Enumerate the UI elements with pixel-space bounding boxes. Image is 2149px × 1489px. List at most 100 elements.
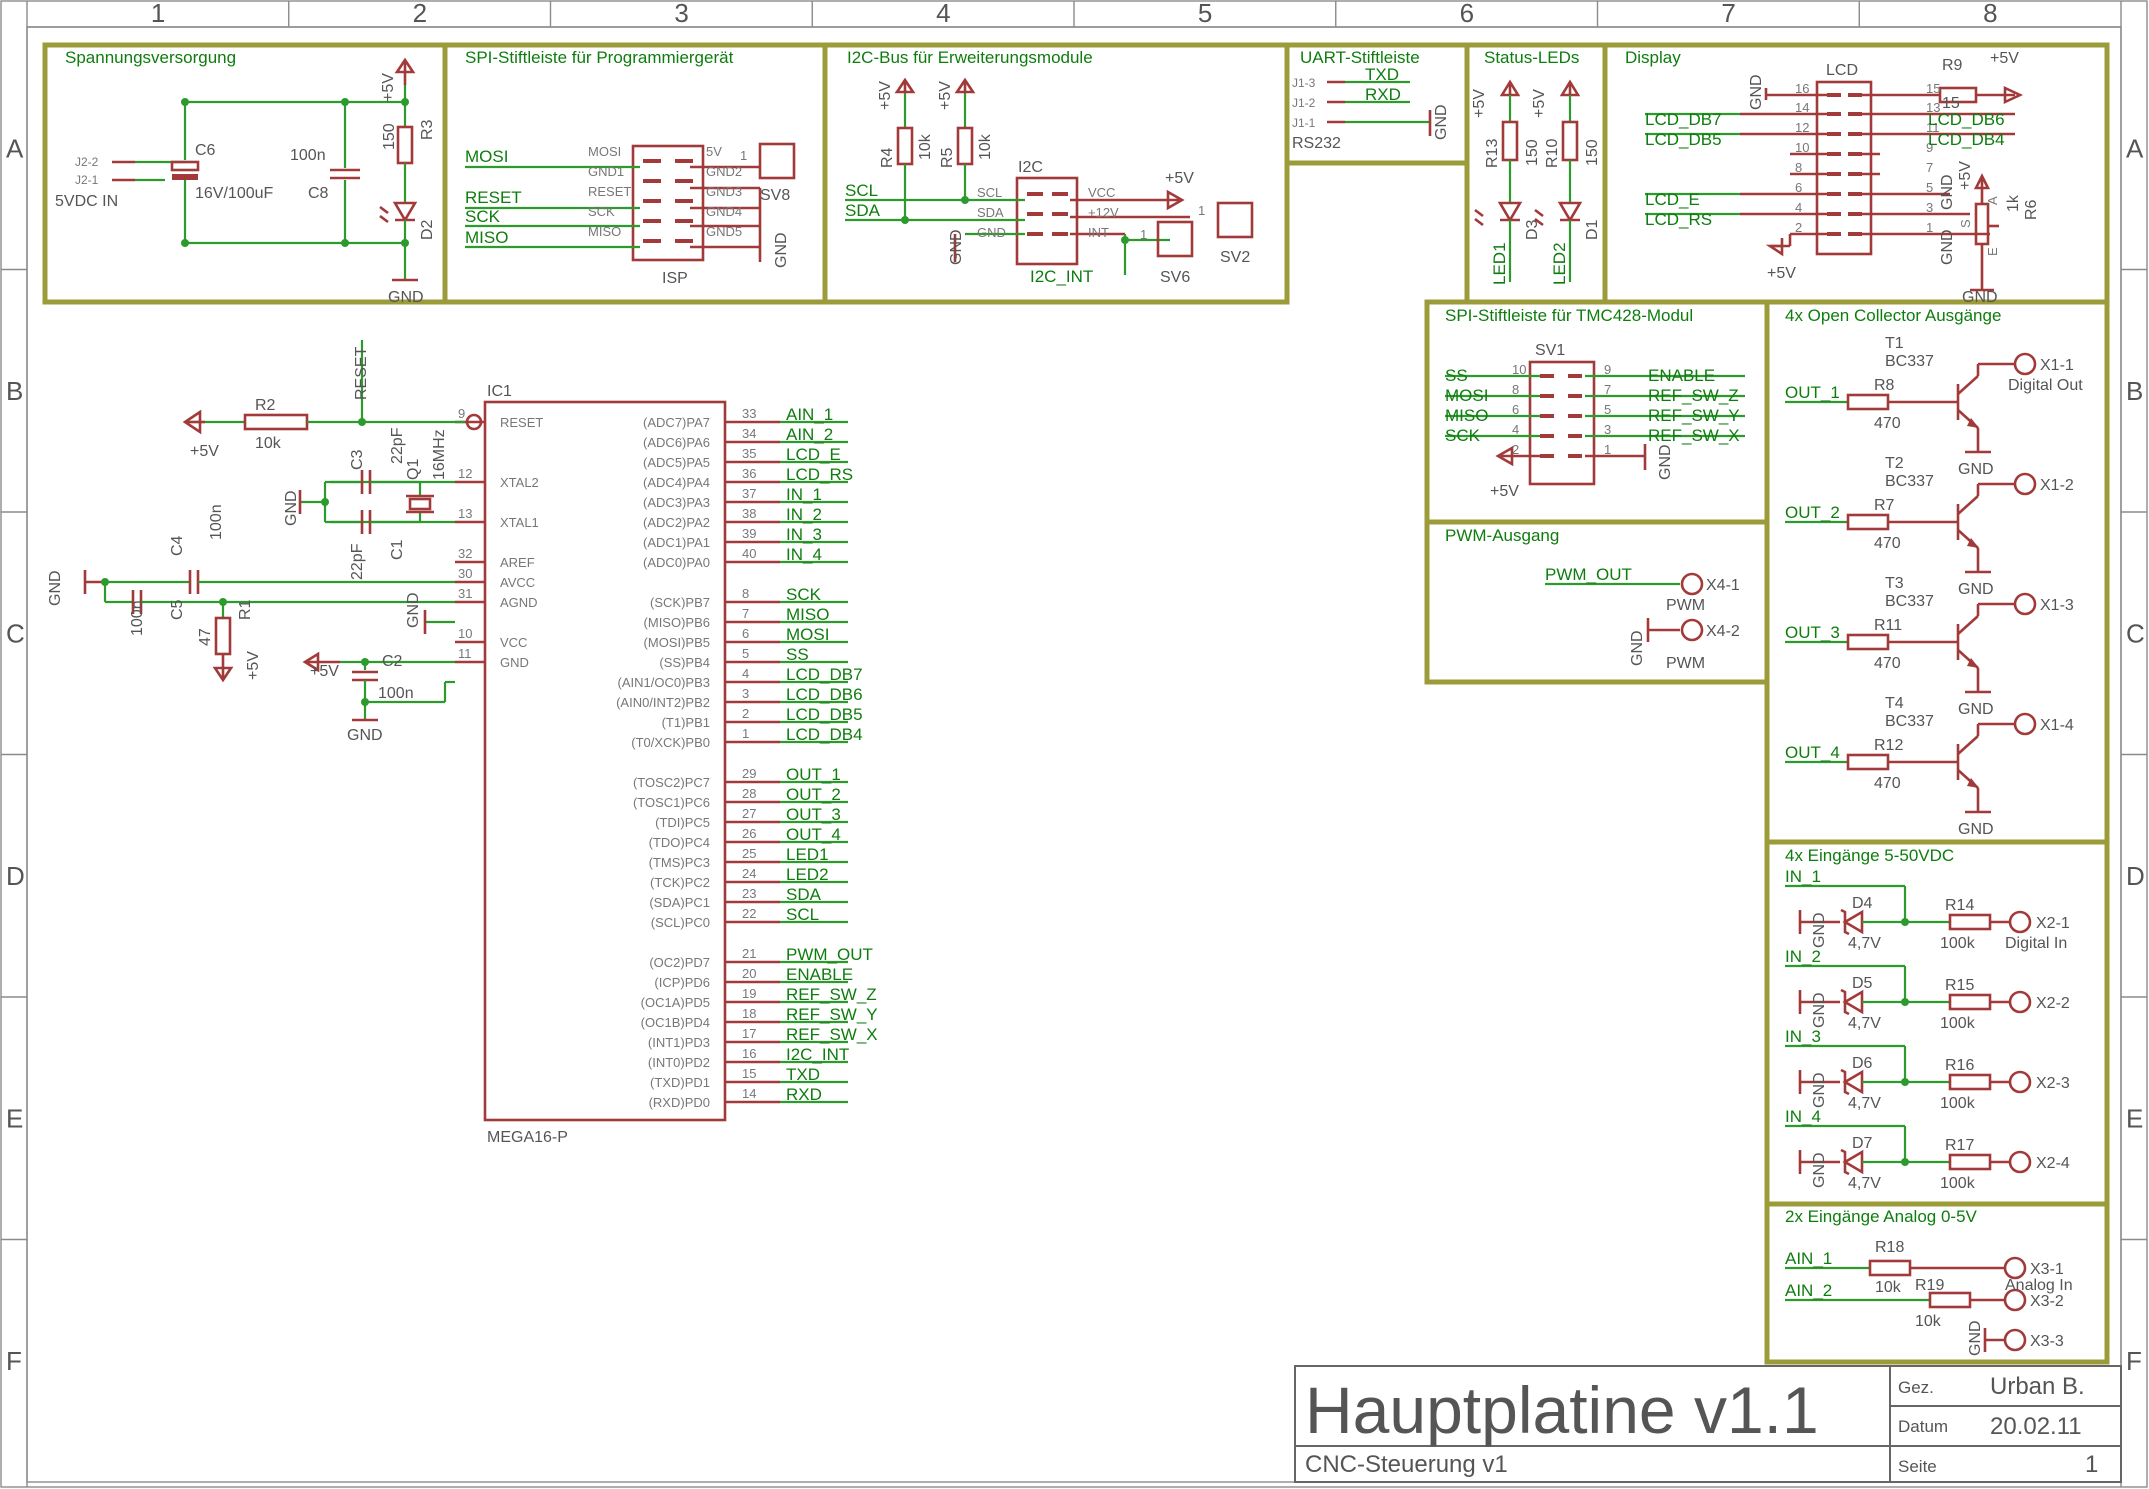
display-pin-mark — [1827, 172, 1841, 176]
oc-r-3: R11 — [1874, 617, 1902, 634]
pwm-gnd: GND — [1629, 630, 1646, 666]
isp-net-sck: SCK — [465, 207, 501, 226]
uart-rxd: RXD — [1365, 85, 1401, 104]
sv1-pin-mark — [1568, 374, 1582, 378]
isp-name: ISP — [662, 270, 688, 287]
display-pin-right-7: 7 — [1926, 160, 1933, 175]
sv1-pin-right-1: 1 — [1604, 442, 1611, 457]
display-pin-left-10: 10 — [1795, 140, 1809, 155]
i2c-sv2-pin1: 1 — [1198, 203, 1205, 218]
mcu-right-pin-label-27: (TDI)PC5 — [655, 815, 710, 830]
input-gnd-2: GND — [1811, 992, 1828, 1028]
mcu-net-35: LCD_E — [786, 445, 841, 464]
isp-pin-left-2: RESET — [588, 184, 631, 199]
oc-extra-1: Digital Out — [2008, 377, 2083, 394]
mcu-net-37: IN_1 — [786, 485, 822, 504]
input-net-1: IN_1 — [1785, 867, 1821, 886]
display-pin-mark — [1848, 112, 1862, 116]
display-pin-left-12: 12 — [1795, 120, 1809, 135]
i2c-pin-mark-right — [1052, 212, 1068, 216]
display-pin-left-16: 16 — [1795, 81, 1809, 96]
display-pin-mark — [1848, 172, 1862, 176]
i2c-sv2: SV2 — [1220, 249, 1250, 266]
sv1-pin-mark — [1540, 414, 1554, 418]
display-net-e: LCD_E — [1645, 190, 1700, 209]
mcu-right-pin-num-3: 3 — [742, 686, 749, 701]
i2c-pin-right-1: +12V — [1088, 205, 1119, 220]
grid-col-top-7: 7 — [1721, 0, 1735, 28]
isp-pin-mark-right — [675, 199, 693, 203]
title-seite-value: 1 — [2085, 1451, 2098, 1478]
grid-col-top-1: 1 — [151, 0, 165, 28]
uart-j1-3: J1-3 — [1292, 76, 1316, 90]
label-r3: R3 — [419, 119, 436, 140]
mcu-right-pin-label-18: (OC1B)PD4 — [641, 1015, 710, 1030]
sv1-net-mosi: MOSI — [1445, 386, 1488, 405]
mcu-left-pin-num-30: 30 — [458, 566, 472, 581]
display-gnd-top: GND — [1748, 74, 1765, 110]
isp-pin-left-1: GND1 — [588, 164, 624, 179]
mcu-right-pin-num-39: 39 — [742, 526, 756, 541]
mcu-right-pin-num-36: 36 — [742, 466, 756, 481]
grid-row-left-D: D — [6, 861, 25, 891]
mcu-vcc-5v: +5V — [310, 663, 339, 680]
mcu-net-27: OUT_3 — [786, 805, 841, 824]
display-r9: R9 — [1942, 57, 1963, 74]
display-pin-right-3: 3 — [1926, 200, 1933, 215]
input-net-2: IN_2 — [1785, 947, 1821, 966]
input-gnd-3: GND — [1811, 1072, 1828, 1108]
mcu-reset-net: RESET — [353, 346, 370, 400]
section-title-power: Spannungsversorgung — [65, 48, 236, 67]
analog-in-label: Analog In — [2005, 1277, 2073, 1294]
isp-pin-mark-right — [675, 159, 693, 163]
isp-pin-mark-left — [643, 219, 661, 223]
display-pin-mark — [1848, 212, 1862, 216]
i2c-circuit — [845, 77, 1254, 275]
display-pin-mark — [1848, 132, 1862, 136]
analog-gnd: GND — [1967, 1320, 1984, 1356]
mcu-r2: R2 — [255, 397, 276, 414]
mcu-support — [83, 340, 483, 722]
mcu-right-pin-label-6: (MOSI)PB5 — [644, 635, 710, 650]
mcu-right-pin-label-29: (TOSC2)PC7 — [633, 775, 710, 790]
title-main: Hauptplatine v1.1 — [1305, 1373, 1819, 1447]
mcu-right-pin-label-36: (ADC4)PA4 — [643, 475, 710, 490]
oc-t-1: T1 — [1885, 335, 1904, 352]
mcu-right-pin-label-3: (AIN0/INT2)PB2 — [616, 695, 710, 710]
mcu-right-pin-label-33: (ADC7)PA7 — [643, 415, 710, 430]
i2c-r5-val: 10k — [977, 133, 994, 160]
label-5vdc-in: 5VDC IN — [55, 193, 118, 210]
mcu-right-pin-num-26: 26 — [742, 826, 756, 841]
mcu-right-pin-num-24: 24 — [742, 866, 756, 881]
i2c-pin-mark-left — [1027, 232, 1043, 236]
analog-x3-3: X3-3 — [2030, 1333, 2064, 1350]
oc-t-2: T2 — [1885, 455, 1904, 472]
input-extra-1: Digital In — [2005, 935, 2067, 952]
input-net-4: IN_4 — [1785, 1107, 1821, 1126]
mcu-right-pin-num-33: 33 — [742, 406, 756, 421]
section-title-pwm: PWM-Ausgang — [1445, 526, 1559, 545]
mcu-right-pin-label-8: (SCK)PB7 — [650, 595, 710, 610]
mcu-right-pin-label-15: (TXD)PD1 — [650, 1075, 710, 1090]
mcu-c4: C4 — [169, 535, 186, 556]
mcu-net-21: PWM_OUT — [786, 945, 873, 964]
title-gez-label: Gez. — [1898, 1378, 1934, 1397]
mcu-body — [483, 400, 727, 1122]
oc-gnd-4: GND — [1958, 821, 1994, 838]
oc-gnd-2: GND — [1958, 581, 1994, 598]
mcu-right-pin-num-28: 28 — [742, 786, 756, 801]
i2c-sv6: SV6 — [1160, 269, 1190, 286]
isp-header — [465, 142, 796, 262]
mcu-right-pin-label-7: (MISO)PB6 — [644, 615, 710, 630]
display-r6: R6 — [2023, 199, 2040, 220]
mcu-net-26: OUT_4 — [786, 825, 841, 844]
grid-row-right-D: D — [2126, 861, 2145, 891]
grid-row-right-E: E — [2126, 1103, 2143, 1133]
mcu-left-pin-num-13: 13 — [458, 506, 472, 521]
mcu-model: MEGA16-P — [487, 1129, 568, 1146]
